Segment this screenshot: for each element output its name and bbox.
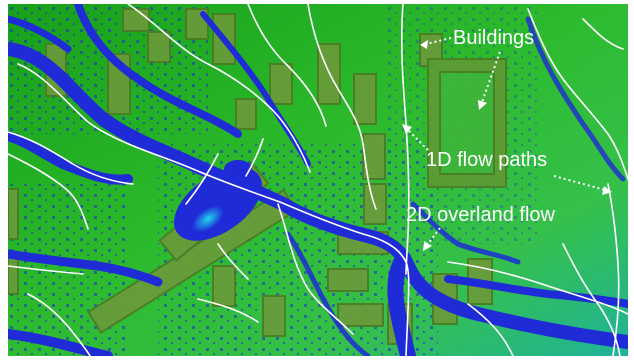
flow-path	[217, 243, 249, 280]
flow-path	[562, 243, 621, 356]
arrowhead-icon	[478, 100, 487, 110]
building	[8, 188, 19, 240]
ponding-area	[174, 160, 262, 241]
building	[327, 268, 369, 292]
flooded-channel	[74, 4, 242, 138]
flow-path	[307, 4, 377, 210]
flood-map-panel: Buildings 1D flow paths 2D overland flow	[8, 4, 628, 356]
flooded-channel	[8, 329, 113, 356]
arrowhead-icon	[402, 124, 412, 134]
flow-path	[277, 203, 354, 335]
buildings-annotation: Buildings	[420, 27, 534, 110]
annotations: Buildings 1D flow paths 2D overland flow	[402, 27, 612, 251]
flow-path	[400, 4, 410, 275]
building	[235, 98, 257, 130]
flooded-channel	[8, 131, 133, 185]
building	[362, 133, 386, 180]
arrowhead-icon	[420, 40, 428, 49]
flood-map: Buildings 1D flow paths 2D overland flow	[8, 4, 628, 356]
overland-flow-annotation: 2D overland flow	[406, 204, 556, 251]
flow-path	[27, 293, 91, 356]
flooded-channel	[8, 42, 628, 349]
building	[262, 295, 286, 337]
flow-path	[447, 261, 628, 315]
flow-path	[527, 8, 628, 180]
flow-paths-annotation: 1D flow paths	[402, 124, 612, 195]
flow-path	[467, 303, 514, 356]
flow-path	[8, 265, 84, 275]
flooded-channel	[285, 231, 371, 356]
flow-path	[185, 153, 219, 205]
arrowhead-icon	[423, 241, 432, 251]
building	[8, 253, 19, 295]
flow-path	[245, 138, 264, 177]
flow-path	[582, 18, 624, 50]
flooded-channel	[8, 249, 163, 287]
flooded-channel	[387, 251, 416, 356]
building	[427, 58, 507, 188]
building	[269, 63, 293, 105]
flow-path	[8, 153, 89, 230]
building	[147, 31, 171, 63]
building	[212, 265, 236, 307]
flow-paths-label: 1D flow paths	[426, 149, 547, 171]
flooded-channel	[8, 15, 72, 53]
flow-path	[607, 183, 620, 356]
flooded-channel	[444, 275, 628, 308]
flooded-channel	[410, 201, 521, 265]
flooded-channel	[525, 16, 626, 182]
flow-path	[197, 298, 259, 323]
1d-flow-paths-layer	[8, 4, 628, 356]
flow-path	[247, 4, 327, 127]
overland-flow-label: 2D overland flow	[406, 204, 556, 226]
arrowhead-icon	[602, 186, 612, 195]
buildings-label: Buildings	[453, 27, 534, 49]
flow-path	[8, 131, 134, 185]
building	[337, 303, 384, 327]
building	[353, 73, 377, 125]
building	[122, 8, 150, 32]
flow-path	[127, 4, 311, 173]
